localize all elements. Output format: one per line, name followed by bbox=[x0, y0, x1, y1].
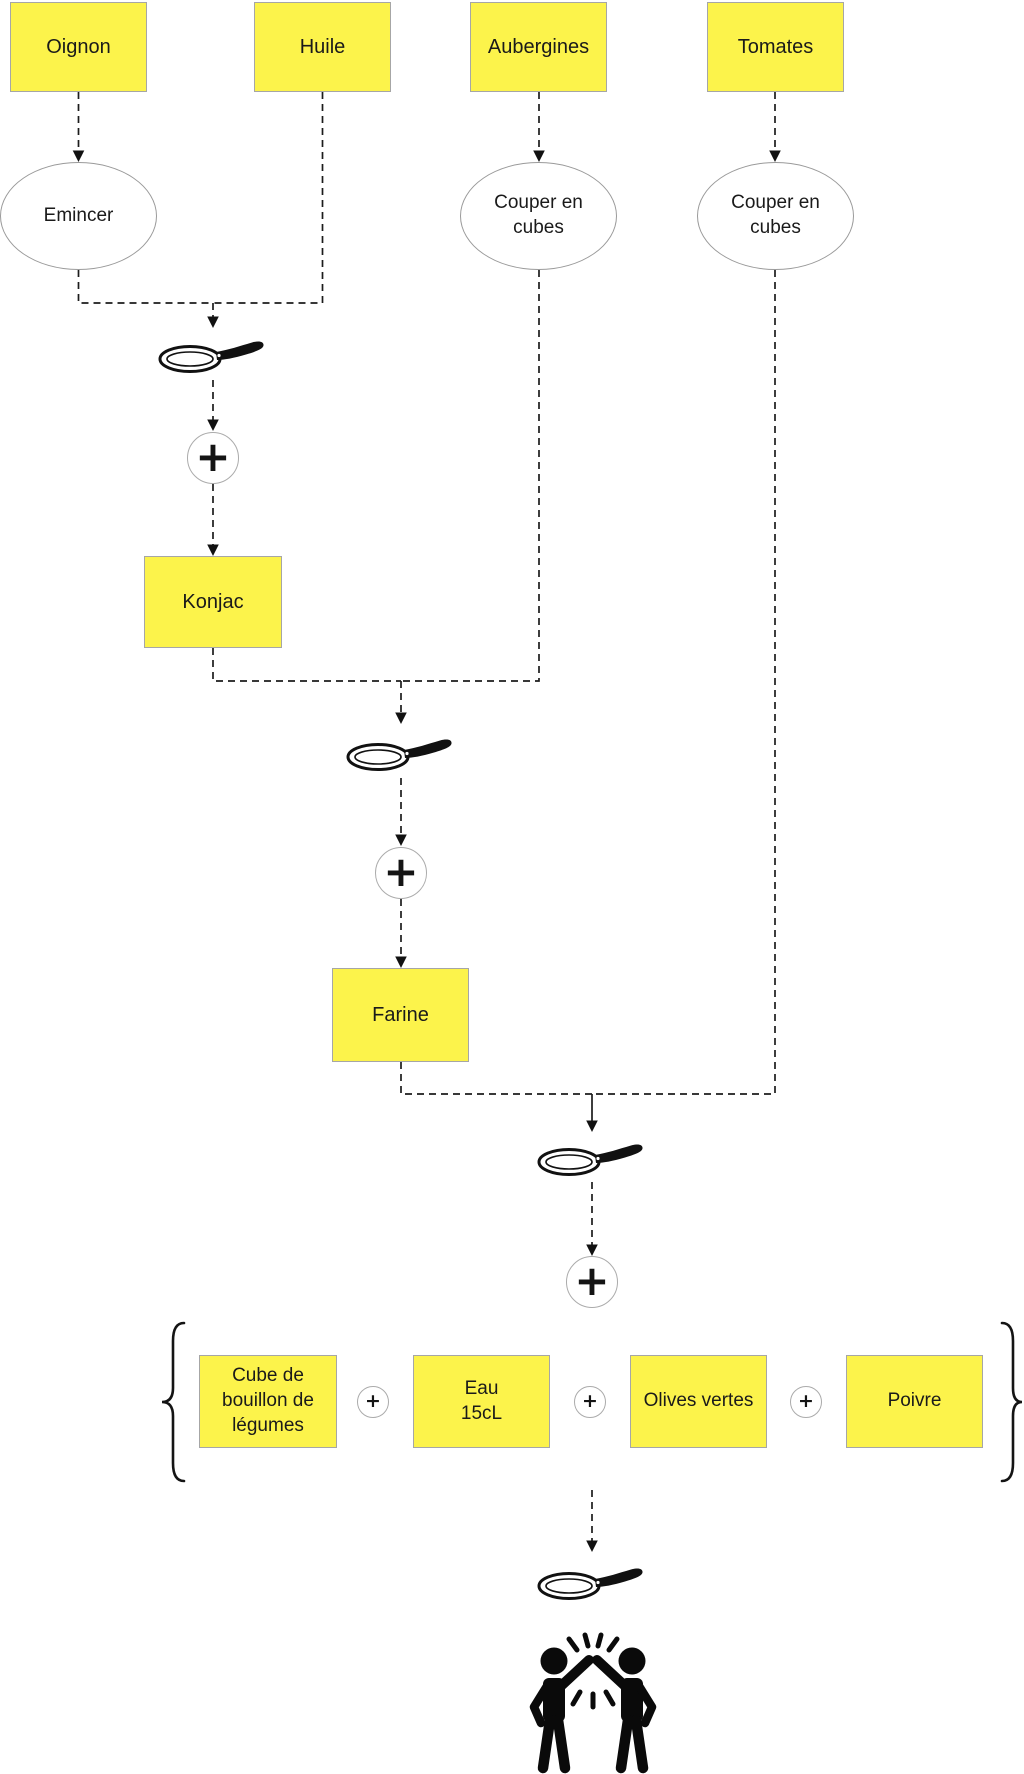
connector-huile-junction1 bbox=[213, 92, 324, 304]
arrowhead bbox=[395, 712, 407, 724]
operation-label-line: Couper en bbox=[494, 192, 583, 214]
combine-plus-circle: + bbox=[375, 847, 427, 899]
connector-couper-aubergines-junction2 bbox=[401, 270, 540, 682]
arrowhead bbox=[533, 150, 545, 162]
plus-sign: + bbox=[195, 431, 231, 481]
combine-plus-circle: + bbox=[566, 1256, 618, 1308]
plus-sign: + bbox=[798, 1390, 814, 1412]
node-label: Farine bbox=[372, 1004, 429, 1026]
connector-farine-junction3 bbox=[400, 1062, 592, 1095]
left-brace bbox=[161, 1321, 186, 1483]
node-label: Oignon bbox=[46, 36, 111, 58]
node-huile: Huile bbox=[254, 2, 391, 92]
node-label: Aubergines bbox=[487, 36, 590, 58]
node-aubergines: Aubergines bbox=[470, 2, 607, 92]
node-konjac: Konjac bbox=[144, 556, 282, 648]
burst-lines bbox=[566, 1632, 620, 1710]
arrowhead bbox=[207, 316, 219, 328]
arrowhead bbox=[769, 150, 781, 162]
operation-label-line: cubes bbox=[750, 217, 801, 238]
arrowhead bbox=[395, 956, 407, 968]
node-label-line: Cube de bbox=[232, 1365, 304, 1387]
frying-pan-icon bbox=[537, 1143, 645, 1176]
connector-emincer-junction1 bbox=[77, 270, 213, 304]
add-plus-circle: + bbox=[357, 1386, 389, 1418]
operation-label: Emincer bbox=[43, 204, 114, 226]
operation-couper-aubergines: Couper en cubes bbox=[460, 162, 617, 270]
node-farine: Farine bbox=[332, 968, 469, 1062]
operation-label-line: Couper en bbox=[731, 192, 820, 214]
node-olives: Olives vertes bbox=[630, 1355, 767, 1448]
node-label-line: Eau bbox=[464, 1377, 499, 1399]
node-label-line: 15cL bbox=[460, 1402, 503, 1424]
arrowhead bbox=[207, 544, 219, 556]
plus-sign: + bbox=[365, 1390, 381, 1412]
operation-emincer: Emincer bbox=[0, 162, 157, 270]
frying-pan-icon bbox=[158, 340, 266, 373]
node-label-line: bouillon de bbox=[222, 1390, 314, 1412]
node-label: Olives vertes bbox=[643, 1390, 754, 1412]
connector-couper-tomates-junction3 bbox=[592, 270, 776, 1095]
node-eau: Eau 15cL bbox=[413, 1355, 550, 1448]
right-brace bbox=[1000, 1321, 1023, 1483]
node-label-line: légumes bbox=[232, 1414, 304, 1436]
frying-pan-icon bbox=[346, 738, 454, 771]
connector-konjac-junction2 bbox=[212, 648, 401, 682]
plus-sign: + bbox=[582, 1390, 598, 1412]
node-label: Tomates bbox=[737, 36, 814, 58]
arrowhead bbox=[586, 1540, 598, 1552]
add-plus-circle: + bbox=[574, 1386, 606, 1418]
arrowhead bbox=[395, 834, 407, 846]
node-cube-bouillon: Cube de bouillon de légumes bbox=[199, 1355, 337, 1448]
arrowhead bbox=[586, 1244, 598, 1256]
frying-pan-icon bbox=[537, 1567, 645, 1600]
operation-couper-tomates: Couper en cubes bbox=[697, 162, 854, 270]
plus-sign: + bbox=[383, 846, 419, 896]
operation-label-line: cubes bbox=[513, 217, 564, 238]
combine-plus-circle: + bbox=[187, 432, 239, 484]
arrowhead bbox=[72, 150, 85, 162]
node-label: Huile bbox=[299, 36, 346, 58]
node-label: Poivre bbox=[887, 1390, 942, 1412]
node-tomates: Tomates bbox=[707, 2, 844, 92]
arrowhead bbox=[207, 419, 219, 431]
high-five-icon bbox=[529, 1632, 657, 1774]
node-oignon: Oignon bbox=[10, 2, 147, 92]
add-plus-circle: + bbox=[790, 1386, 822, 1418]
plus-sign: + bbox=[574, 1255, 610, 1305]
arrowhead bbox=[586, 1120, 598, 1132]
node-poivre: Poivre bbox=[846, 1355, 983, 1448]
node-label: Konjac bbox=[182, 591, 244, 613]
